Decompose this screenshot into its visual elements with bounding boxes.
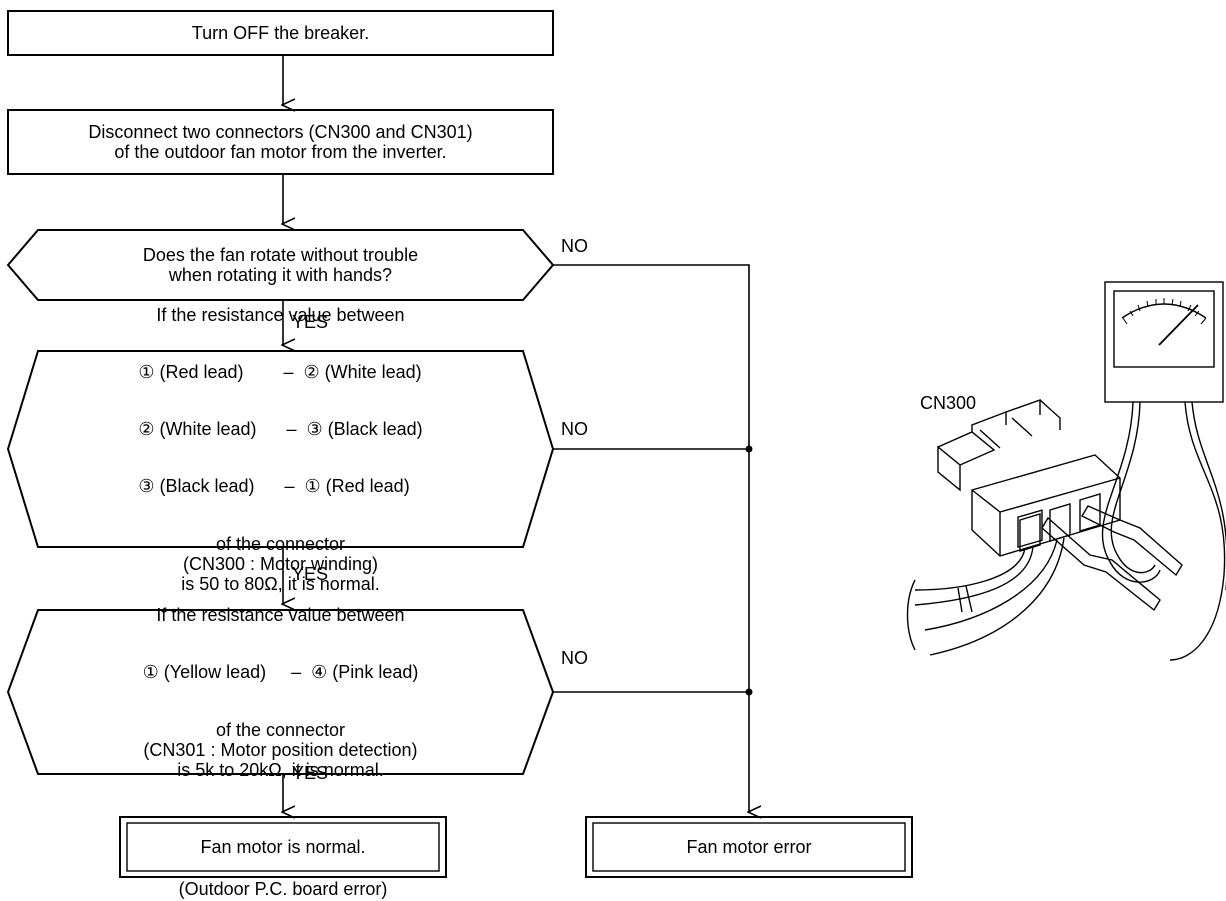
- decision-rotate-shape: [6, 229, 555, 301]
- no-label: NO: [561, 236, 588, 256]
- junction-dot: [745, 445, 753, 453]
- decision-rotate-text: Does the fan rotate without trouble when…: [8, 230, 553, 300]
- result-normal-inner-frame: [126, 822, 440, 872]
- decision-rotate-line: when rotating it with hands?: [168, 265, 393, 285]
- result-error-label: Fan motor error: [686, 837, 812, 857]
- decision-cn300-outro: of the connector: [215, 533, 346, 554]
- tester-meter-icon: [1101, 281, 1226, 661]
- decision-cn301-shape: [6, 609, 555, 775]
- test-probe-icon: [1041, 505, 1183, 612]
- no-label: NO: [561, 648, 588, 668]
- step-breaker-box: [7, 10, 554, 56]
- decision-cn301-intro: If the resistance value between: [156, 604, 405, 625]
- result-error-text: Fan motor error: [586, 817, 912, 877]
- yes-label: YES: [292, 564, 329, 584]
- result-normal-note-label: (Outdoor P.C. board error): [178, 879, 388, 899]
- decision-cn300-leads: ① (Red lead) – ② (White lead) ② (White l…: [138, 325, 422, 534]
- decision-cn300-shape: [6, 350, 555, 548]
- decision-cn301-text: If the resistance value between ① (Yello…: [8, 605, 553, 780]
- decision-cn301-leads: ① (Yellow lead) – ④ (Pink lead): [143, 625, 419, 720]
- no-label: NO: [561, 419, 588, 439]
- step-disconnect-line: Disconnect two connectors (CN300 and CN3…: [88, 122, 473, 142]
- result-normal-box: [119, 816, 447, 878]
- lead-pair: ① (Red lead) – ② (White lead): [138, 361, 422, 382]
- result-error-inner-frame: [592, 822, 906, 872]
- result-normal-label: Fan motor is normal.: [200, 837, 366, 857]
- junction-dot: [745, 688, 753, 696]
- decision-cn300-outro: (CN300 : Motor winding): [182, 553, 379, 574]
- connector-cn300-icon: [906, 399, 1121, 656]
- yes-label: YES: [292, 763, 329, 783]
- decision-cn300-outro: is 50 to 80Ω, it is normal.: [181, 573, 380, 594]
- no-line-rotate: [553, 264, 749, 812]
- step-disconnect-box: [7, 109, 554, 175]
- decision-rotate-line: Does the fan rotate without trouble: [142, 245, 419, 265]
- yes-label: YES: [292, 312, 329, 332]
- decision-cn301-outro: of the connector: [215, 719, 346, 740]
- decision-cn301-outro: is 5k to 20kΩ, it is normal.: [177, 759, 384, 780]
- result-normal-note: (Outdoor P.C. board error): [120, 878, 446, 900]
- connector-label: CN300: [920, 393, 977, 413]
- lead-pair: ② (White lead) – ③ (Black lead): [138, 418, 423, 439]
- result-normal-text: Fan motor is normal.: [120, 817, 446, 877]
- step-disconnect-text: Disconnect two connectors (CN300 and CN3…: [8, 110, 553, 174]
- step-breaker-text: Turn OFF the breaker.: [8, 11, 553, 55]
- step-disconnect-line: of the outdoor fan motor from the invert…: [114, 142, 447, 162]
- decision-cn300-text: If the resistance value between ① (Red l…: [8, 305, 553, 594]
- decision-cn301-outro: (CN301 : Motor position detection): [143, 739, 418, 760]
- decision-cn300-intro: If the resistance value between: [156, 304, 405, 325]
- lead-pair: ③ (Black lead) – ① (Red lead): [138, 475, 410, 496]
- step-breaker-label: Turn OFF the breaker.: [191, 23, 370, 43]
- lead-pair: ① (Yellow lead) – ④ (Pink lead): [142, 661, 419, 682]
